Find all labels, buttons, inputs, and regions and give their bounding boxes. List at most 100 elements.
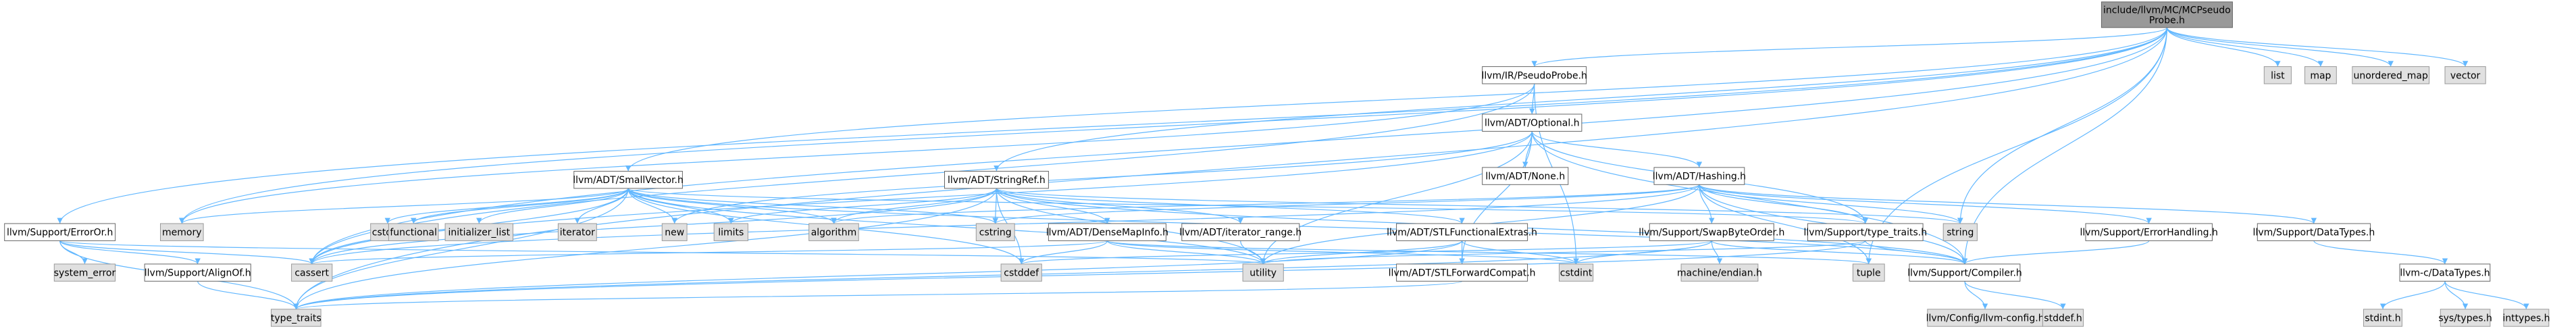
node-box (2257, 223, 2371, 241)
edge-root-to-memory (179, 27, 2167, 224)
edge-smallvector-to-type_traits (293, 188, 629, 309)
node-label: tuple (1857, 268, 1881, 279)
node-label: llvm/Support/AlignOf.h (145, 268, 251, 279)
edge-smallvector-to-cstring (627, 188, 998, 224)
edge-densemapinfo-to-cstdint (1106, 240, 1579, 265)
edge-swapbyteorder-to-compiler (1711, 240, 1968, 265)
node-box (2042, 309, 2084, 327)
node-label: llvm/Support/SwapByteOrder.h (1639, 228, 1784, 238)
node-cassert: cassert (291, 263, 333, 282)
node-stlfunctional[interactable]: llvm/ADT/STLFunctionalExtras.h (1387, 223, 1537, 241)
edge-stlfunctional-to-cstdint (1462, 240, 1579, 265)
node-box (2444, 66, 2486, 84)
node-inttypes: inttypes.h (2502, 309, 2550, 327)
node-hashing[interactable]: llvm/ADT/Hashing.h (1653, 167, 1746, 185)
node-box (661, 223, 688, 241)
edge-hashing-to-datatypes (1699, 184, 2317, 224)
edge-root-to-tuple (1865, 27, 2167, 264)
node-box (444, 223, 513, 241)
node-label: memory (162, 228, 202, 238)
edge-root-to-string (1957, 27, 2167, 224)
edge-alignof-to-type_traits (197, 280, 299, 310)
node-none[interactable]: llvm/ADT/None.h (1482, 167, 1569, 185)
edge-smallvector-to-functional (411, 188, 629, 224)
node-label: utility (1250, 268, 1277, 279)
node-pseudoprobe[interactable]: llvm/IR/PseudoProbe.h (1481, 66, 1587, 84)
edge-smallvector-to-algorithm (627, 188, 837, 224)
edge-densemapinfo-to-cstddef (1019, 240, 1108, 265)
node-iterator: iterator (557, 223, 597, 241)
edge-erroror-to-system_error (59, 240, 88, 264)
node-box (1942, 223, 1978, 241)
node-label: algorithm (811, 228, 857, 238)
node-box (1048, 223, 1166, 241)
node-errorhandling[interactable]: llvm/Support/ErrorHandling.h (2080, 223, 2218, 241)
node-iterator-range[interactable]: llvm/ADT/iterator_range.h (1179, 223, 1302, 241)
edge-smallvector-to-type_traits_h (627, 188, 1868, 224)
edge-hashing-to-type_traits_h (1699, 184, 1868, 224)
node-label: llvm/Support/ErrorHandling.h (2080, 228, 2218, 238)
edge-hashing-to-errorhandling (1699, 184, 2152, 224)
node-swapbyteorder[interactable]: llvm/Support/SwapByteOrder.h (1639, 223, 1784, 241)
node-box (388, 223, 439, 241)
node-label: functional (390, 228, 437, 238)
node-smallvector[interactable]: llvm/ADT/SmallVector.h (573, 171, 684, 189)
edge-stringref-to-cassert (309, 188, 997, 265)
node-box (944, 171, 1049, 189)
edge-pseudoprobe-to-memory (179, 83, 1535, 224)
node-erroror[interactable]: llvm/Support/ErrorOr.h (4, 223, 116, 241)
node-box (53, 263, 116, 282)
node-box (573, 171, 683, 189)
node-box (160, 223, 204, 241)
edge-compiler-to-stddef (1964, 280, 2066, 310)
node-stlforward[interactable]: llvm/ADT/STLForwardCompat.h (1389, 263, 1536, 282)
node-label: vector (2450, 70, 2481, 81)
node-string: string (1942, 223, 1978, 241)
edge-type_traits_h-to-utility (1260, 240, 1866, 265)
node-datatypes[interactable]: llvm/Support/DataTypes.h (2253, 223, 2375, 241)
node-densemapinfo[interactable]: llvm/ADT/DenseMapInfo.h (1046, 223, 1168, 241)
edge-stlfunctional-to-type_traits (293, 240, 1463, 310)
node-compiler[interactable]: llvm/Support/Compiler.h (1907, 263, 2022, 282)
node-label: system_error (54, 268, 116, 279)
node-type-traits-h[interactable]: llvm/Support/type_traits.h (1804, 223, 1928, 241)
edge-root-to-compiler (1961, 27, 2167, 264)
node-label: initializer_list (448, 228, 510, 238)
node-label: unordered_map (2354, 70, 2428, 81)
node-box (2503, 309, 2550, 327)
node-sys-types: sys/types.h (2438, 309, 2492, 327)
edge-stringref-to-limits (728, 188, 997, 224)
edge-root-to-stringref (994, 27, 2167, 172)
edge-stlforward-to-type_traits (293, 280, 1463, 310)
node-box (713, 223, 748, 241)
node-label: cstring (979, 228, 1012, 238)
node-alignof[interactable]: llvm/Support/AlignOf.h (144, 263, 251, 282)
node-box (975, 223, 1015, 241)
edge-stringref-to-stlfunctional (996, 188, 1465, 224)
node-c-datatypes[interactable]: llvm-c/DataTypes.h (2399, 263, 2491, 282)
node-label: sys/types.h (2438, 313, 2492, 324)
edge-root-to-vector (2166, 27, 2469, 67)
node-algorithm: algorithm (808, 223, 859, 241)
node-box (1396, 223, 1528, 241)
node-box (2363, 309, 2402, 327)
edge-densemapinfo-to-utility (1106, 240, 1266, 265)
node-limits: limits (713, 223, 748, 241)
node-system-error: system_error (53, 263, 116, 282)
edge-erroror-to-alignof (59, 240, 201, 265)
node-label: llvm/ADT/iterator_range.h (1179, 228, 1302, 238)
node-label: llvm/Support/ErrorOr.h (7, 228, 113, 238)
node-type-traits: type_traits (271, 309, 321, 327)
node-utility: utility (1242, 263, 1284, 282)
node-box (1852, 263, 1885, 282)
node-label: llvm/ADT/None.h (1485, 172, 1565, 182)
node-stringref[interactable]: llvm/ADT/StringRef.h (944, 171, 1049, 189)
node-optional[interactable]: llvm/ADT/Optional.h (1482, 113, 1582, 132)
node-box (1909, 263, 2021, 282)
node-box (1181, 223, 1300, 241)
node-label: map (2310, 70, 2331, 81)
node-label: inttypes.h (2502, 313, 2550, 324)
node-label: stddef.h (2044, 313, 2082, 324)
node-box (1242, 263, 1284, 282)
node-box (291, 263, 333, 282)
